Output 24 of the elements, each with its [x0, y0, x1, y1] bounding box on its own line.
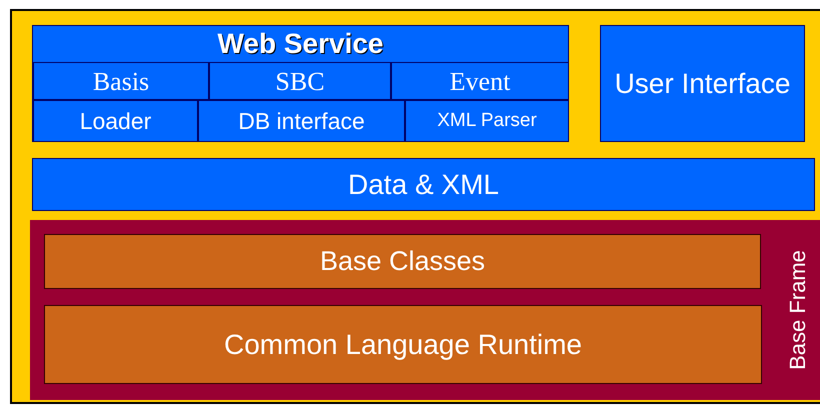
layer-panel: [30, 220, 820, 400]
module-label: Loader: [80, 106, 152, 136]
panel-heading: Web Service: [216, 27, 385, 61]
layer-label: Base Classes: [320, 245, 486, 278]
layer-label: User Interface: [614, 67, 790, 101]
module-label: DB interface: [238, 106, 365, 136]
layer-label: Common Language Runtime: [224, 328, 582, 362]
layer-box: [32, 158, 815, 211]
module-box: [33, 100, 198, 142]
module-label: Basis: [92, 66, 150, 98]
module-box: [198, 100, 405, 142]
layer-box: [44, 234, 761, 289]
layer-panel: [32, 25, 569, 142]
module-label: Event: [450, 66, 510, 98]
module-box: [33, 62, 209, 100]
module-label: SBC: [275, 66, 325, 98]
panel-heading: Base Frame: [784, 250, 811, 370]
module-box: [405, 100, 569, 142]
module-label: XML Parser: [437, 108, 537, 133]
module-box: [391, 62, 569, 100]
module-box: [209, 62, 391, 100]
layer-box: [44, 305, 762, 384]
layer-label: Data & XML: [348, 168, 499, 202]
layer-box: [600, 25, 805, 142]
